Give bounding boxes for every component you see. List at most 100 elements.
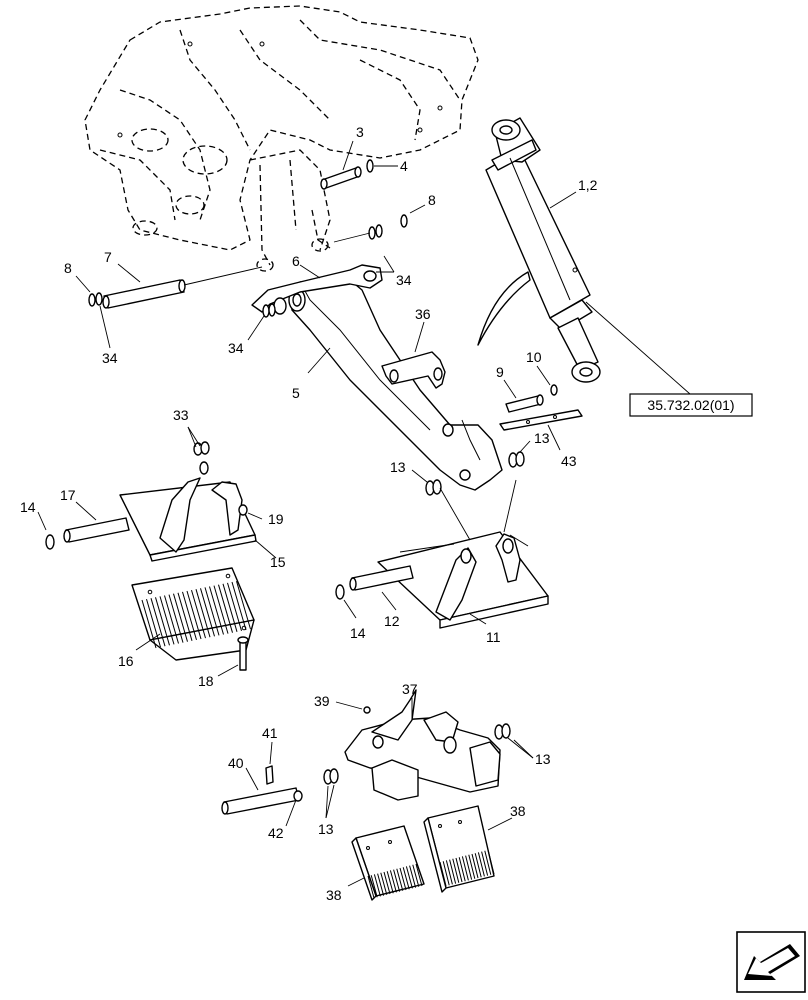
cylinder-curved-hose [477,271,531,346]
fin-line [461,856,469,881]
fin-line [200,588,215,637]
fin-line [186,590,202,640]
fin-line [159,596,175,645]
label-13b: 13 [390,459,406,475]
fin-line [399,867,407,891]
fin-line [383,871,391,895]
fin-line [465,855,473,880]
fin-line [150,598,166,647]
washer-34-right-pair [368,224,383,240]
fin-line [377,873,385,896]
washer-13-right-pair [508,451,525,468]
fin-line [389,870,397,893]
label-1-2: 1,2 [578,177,598,193]
washer-14-left [45,534,55,550]
fin-line [481,851,489,876]
fin-line [191,589,206,639]
washer-34-left [262,303,276,318]
counterweight-16 [131,567,255,661]
fin-line [195,589,211,638]
pin-40 [221,787,300,815]
label-14b: 14 [350,625,366,641]
fin-line [445,860,453,885]
fin-line [209,586,224,635]
pin-9 [505,394,544,413]
fin-line [405,866,413,889]
fin-line [204,587,220,636]
weight-38-right [423,805,495,893]
fin-line [402,867,410,890]
link-6 [251,264,383,315]
label-10: 10 [526,349,542,365]
bolt-41 [265,765,274,785]
label-34a: 34 [396,272,412,288]
fin-line [412,864,420,887]
fin-line [155,597,170,646]
label-12: 12 [384,613,400,629]
label-8b: 8 [64,260,72,276]
washer-13-cradle-right [494,723,511,740]
hydraulic-cylinder [485,117,601,383]
fin-line [442,861,450,886]
fin-line [370,875,378,898]
washer-13-left-pair [425,479,442,496]
label-8a: 8 [428,192,436,208]
fin-line [177,592,193,641]
bolt-18 [237,636,249,671]
fin-line [393,869,401,892]
boom-5 [288,279,503,491]
label-13c: 13 [535,751,551,767]
fin-line [452,858,460,883]
label-19: 19 [268,511,284,527]
label-34b: 34 [102,350,118,366]
fin-line [168,594,184,643]
fin-line [380,872,388,895]
fin-line [409,865,417,888]
fin-line [487,849,495,875]
fin-line [222,583,238,632]
fin-line [471,853,479,879]
weight-38-left [351,825,425,901]
bracket-36 [381,351,446,389]
pin-3 [320,166,362,190]
washer-14-right [335,584,345,600]
label-6: 6 [292,253,300,269]
fin-line [373,874,381,897]
fin-line [218,584,233,633]
label-14a: 14 [20,499,36,515]
fin-line [182,591,197,641]
label-39: 39 [314,693,330,709]
fin-line [468,854,476,879]
fin-line [474,853,482,878]
label-18: 18 [198,673,214,689]
reference-box[interactable]: 35.732.02(01) [629,393,753,417]
fin-line [213,585,229,634]
label-13d: 13 [318,821,334,837]
arrow-navigation-icon[interactable] [736,931,806,993]
fin-line [415,863,423,887]
pin-10 [550,384,558,396]
label-9: 9 [496,364,504,380]
washers-8-34-left [88,292,103,307]
fin-line [455,857,463,883]
nut-39 [363,706,371,714]
label-43: 43 [561,453,577,469]
label-16: 16 [118,653,134,669]
label-42: 42 [268,825,284,841]
fin-line [231,581,247,631]
cradle-37 [344,689,501,801]
label-11: 11 [486,629,501,645]
reference-label: 35.732.02(01) [647,397,734,413]
pin-43 [499,409,583,431]
washer-4 [366,159,374,173]
label-5: 5 [292,385,300,401]
nut-42 [293,790,303,802]
nut-19 [238,504,248,516]
label-13a: 13 [534,430,550,446]
label-7: 7 [104,249,112,265]
pin-7 [102,279,186,309]
fin-line [146,598,161,648]
fin-line [386,871,394,894]
fin-line [173,593,188,642]
